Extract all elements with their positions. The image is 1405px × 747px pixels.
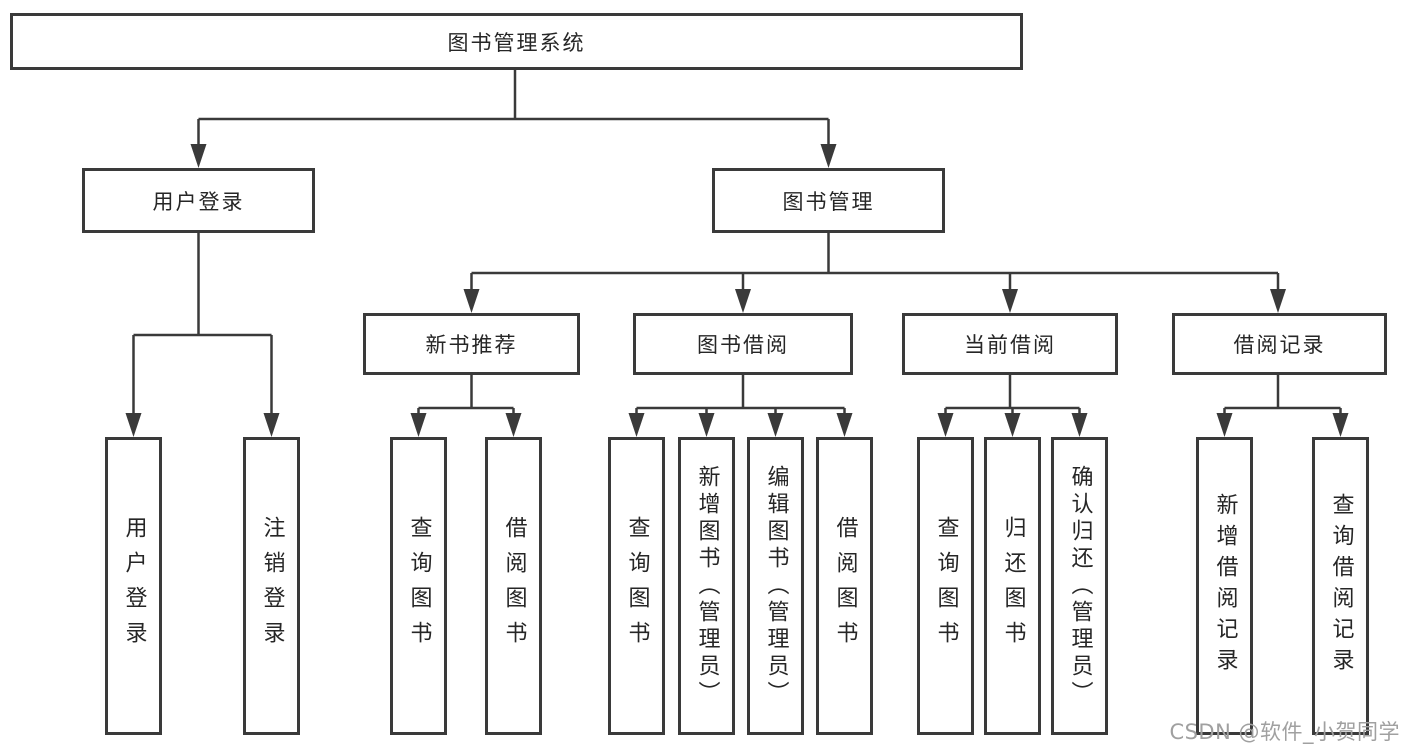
node-root-label: 图书管理系统 (447, 30, 586, 55)
node-borrowing-records: 借阅记录 (1172, 313, 1387, 375)
arrowhead (1332, 413, 1349, 437)
watermark-text: CSDN @软件_小贺同学 (1169, 720, 1400, 744)
leaf-query-borrow-record: 查询借阅记录 (1312, 437, 1369, 735)
leaf-borrow-books-2: 借阅图书 (816, 437, 873, 735)
node-current-borrowing-label: 当前借阅 (964, 333, 1056, 357)
leaf-query-books-2: 查询图书 (608, 437, 665, 735)
arrowhead (698, 413, 715, 437)
node-user-login: 用户登录 (82, 168, 315, 233)
arrowhead (410, 413, 427, 437)
node-user-login-label: 用户登录 (152, 189, 245, 214)
arrowhead (263, 413, 280, 437)
node-new-book-recommend: 新书推荐 (363, 313, 580, 375)
node-new-book-recommend-label: 新书推荐 (425, 333, 518, 357)
leaf-add-borrow-record-label: 新增借阅记录 (1212, 493, 1238, 679)
leaf-logout: 注销登录 (243, 437, 300, 735)
node-book-management: 图书管理 (712, 168, 945, 233)
arrowhead (505, 413, 522, 437)
leaf-edit-book-admin-label: 编辑图书（管理员） (763, 464, 789, 708)
leaf-add-borrow-record: 新增借阅记录 (1196, 437, 1253, 735)
leaf-query-books-2-label: 查询图书 (624, 516, 650, 656)
leaf-edit-book-admin: 编辑图书（管理员） (747, 437, 804, 735)
leaf-add-book-admin: 新增图书（管理员） (678, 437, 735, 735)
arrowhead (767, 413, 784, 437)
arrowhead (836, 413, 853, 437)
leaf-user-login: 用户登录 (105, 437, 162, 735)
arrowhead (1270, 289, 1286, 313)
arrowhead (735, 289, 751, 313)
node-borrowing-records-label: 借阅记录 (1233, 333, 1326, 357)
leaf-borrow-books-2-label: 借阅图书 (832, 516, 858, 656)
node-book-borrowing-label: 图书借阅 (697, 333, 789, 357)
node-book-borrowing: 图书借阅 (633, 313, 853, 375)
node-current-borrowing: 当前借阅 (902, 313, 1118, 375)
arrowhead (463, 289, 480, 313)
leaf-confirm-return-admin: 确认归还（管理员） (1051, 437, 1108, 735)
arrowhead (820, 144, 837, 168)
arrowhead (1071, 413, 1088, 437)
arrowhead (628, 413, 645, 437)
leaf-query-borrow-record-label: 查询借阅记录 (1328, 493, 1354, 679)
leaf-query-books-3: 查询图书 (917, 437, 974, 735)
arrowhead (1004, 413, 1021, 437)
leaf-query-books-3-label: 查询图书 (933, 516, 959, 656)
arrowhead (1216, 413, 1233, 437)
leaf-confirm-return-admin-label: 确认归还（管理员） (1067, 464, 1093, 708)
arrowhead (1002, 289, 1018, 313)
arrowhead (125, 413, 142, 437)
leaf-borrow-books-1-label: 借阅图书 (501, 516, 527, 656)
leaf-query-books-1: 查询图书 (390, 437, 447, 735)
leaf-logout-label: 注销登录 (259, 516, 285, 656)
leaf-query-books-1-label: 查询图书 (406, 516, 432, 656)
leaf-add-book-admin-label: 新增图书（管理员） (694, 464, 720, 708)
leaf-return-books: 归还图书 (984, 437, 1041, 735)
arrowhead (190, 144, 207, 168)
leaf-borrow-books-1: 借阅图书 (485, 437, 542, 735)
node-book-management-label: 图书管理 (782, 189, 875, 214)
node-root: 图书管理系统 (10, 13, 1023, 70)
leaf-user-login-label: 用户登录 (121, 516, 147, 656)
leaf-return-books-label: 归还图书 (1000, 516, 1026, 656)
arrowhead (937, 413, 954, 437)
